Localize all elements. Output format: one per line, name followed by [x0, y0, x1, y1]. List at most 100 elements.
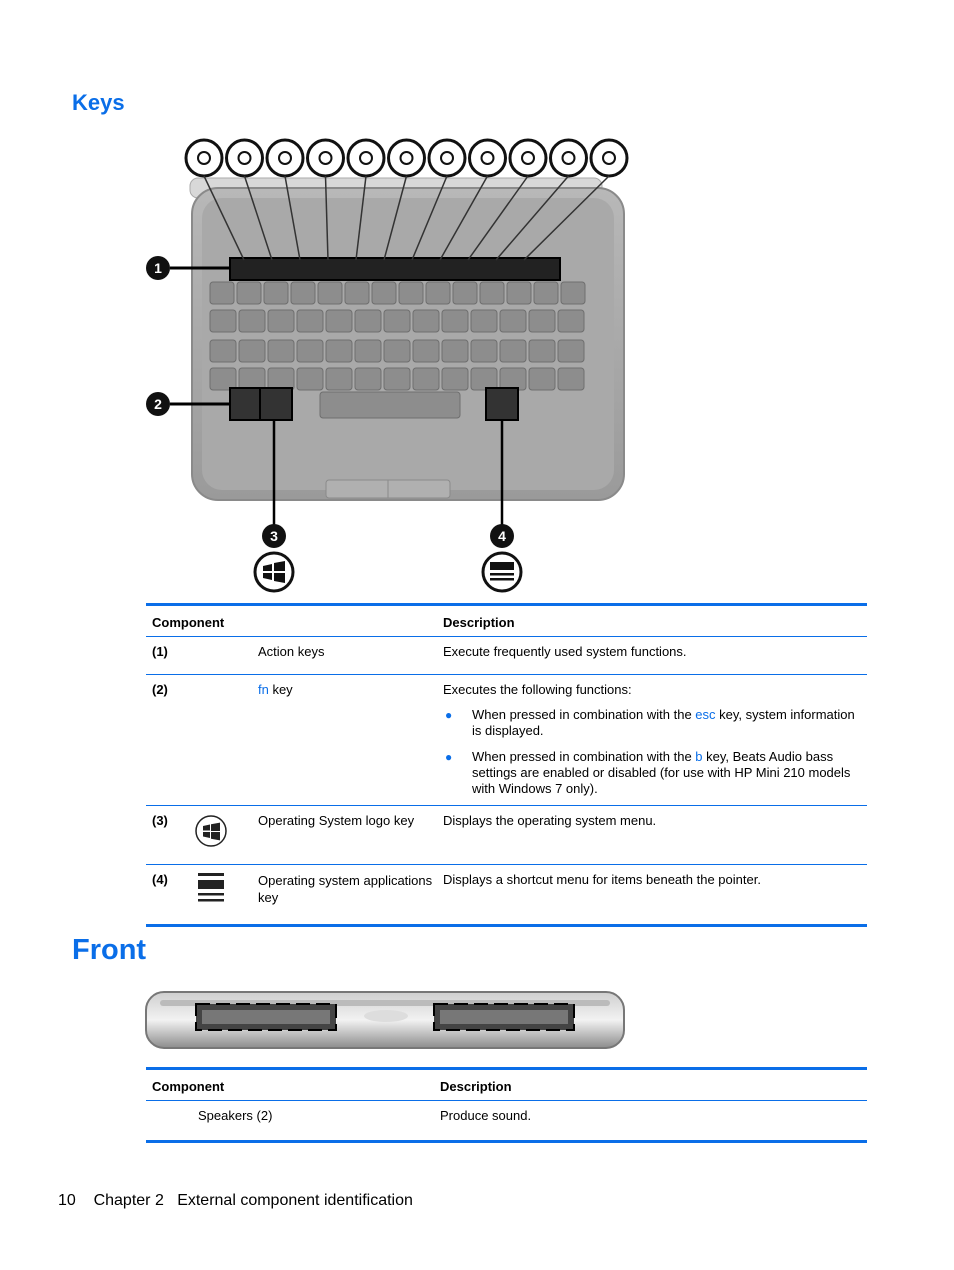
row-component: Action keys	[258, 636, 443, 675]
keyboard-key	[296, 367, 324, 391]
keyboard-key	[209, 281, 235, 305]
keyboard-key	[383, 309, 411, 333]
leader-line	[203, 175, 245, 261]
keyboard-key	[506, 281, 532, 305]
row-component: fn key	[258, 674, 443, 806]
leader-line	[355, 175, 367, 261]
fn-key-label: fn	[258, 682, 269, 697]
description-header: Description	[440, 1068, 867, 1101]
keyboard-key	[557, 339, 585, 363]
row-description: Produce sound.	[440, 1108, 532, 1123]
keyboard-key	[325, 339, 353, 363]
keyboard-key	[441, 339, 469, 363]
keyboard-key	[499, 339, 527, 363]
bullet-text: When pressed in combination with the	[472, 749, 696, 764]
leader-line	[467, 175, 529, 261]
table-row: (1) Action keys Execute frequently used …	[146, 636, 867, 675]
row-description: Displays a shortcut menu for items benea…	[443, 872, 761, 887]
brightness-up-icon	[265, 138, 305, 178]
callout-1: 1	[146, 256, 230, 280]
component-header: Component	[146, 1068, 440, 1101]
keyboard-key	[470, 367, 498, 391]
volume-down-icon	[468, 138, 507, 178]
keyboard-key	[344, 281, 370, 305]
keyboard-key	[398, 281, 424, 305]
applications-menu-icon	[481, 551, 523, 593]
keyboard-key	[325, 309, 353, 333]
row-number: (3)	[146, 805, 258, 865]
row-component: Speakers (2)	[198, 1108, 273, 1123]
leader-line	[243, 175, 273, 261]
space-bar	[319, 391, 461, 419]
help-icon	[184, 138, 224, 178]
front-heading: Front	[72, 934, 147, 966]
row-description: Executes the following functions: ●When …	[443, 674, 867, 806]
function-list: ●When pressed in combination with the es…	[443, 707, 867, 797]
callout-2: 2	[146, 392, 230, 416]
play-pause-icon	[387, 138, 426, 178]
table-row: (4) Operating system applications key Di…	[146, 865, 867, 926]
bullet-text: When pressed in combination with the	[472, 707, 696, 722]
row-component: Operating system applications key	[258, 873, 433, 905]
keyboard-key	[383, 339, 411, 363]
windows-logo-icon	[253, 551, 295, 593]
keyboard-key	[412, 339, 440, 363]
bullet-icon: ●	[445, 750, 453, 764]
svg-text:2: 2	[154, 396, 162, 412]
front-figure	[145, 991, 625, 1049]
svg-text:1: 1	[154, 260, 162, 276]
row-number: (2)	[146, 674, 258, 806]
keyboard-key	[557, 367, 585, 391]
row-number: (1)	[146, 636, 258, 675]
front-table: Component Description Speakers (2) Produ…	[146, 1067, 867, 1143]
keyboard-key	[238, 339, 266, 363]
keyboard-key	[499, 309, 527, 333]
leader-line	[495, 175, 570, 261]
keyboard-key	[267, 339, 295, 363]
keyboard-key	[479, 281, 505, 305]
callout-4: 4	[490, 420, 514, 548]
row-number: (4)	[146, 865, 258, 926]
keyboard-key	[317, 281, 343, 305]
keyboard-key	[528, 309, 556, 333]
previous-track-icon	[346, 138, 386, 178]
keyboard-key	[452, 281, 478, 305]
bullet-text: key, system information is displayed.	[472, 707, 855, 738]
keyboard-key	[383, 367, 411, 391]
keyboard-key	[209, 367, 237, 391]
table-row: (3) Operating System logo key Displays t…	[146, 805, 867, 865]
svg-text:4: 4	[498, 528, 506, 544]
keyboard-key	[412, 309, 440, 333]
keyboard-key	[470, 309, 498, 333]
keyboard-key	[267, 309, 295, 333]
row-number-text: (4)	[152, 872, 168, 887]
keyboard-key	[371, 281, 397, 305]
applications-menu-icon	[198, 873, 224, 902]
keyboard-key	[425, 281, 451, 305]
leader-line	[411, 175, 448, 261]
callout-3: 3	[262, 420, 286, 548]
keyboard-key	[441, 309, 469, 333]
volume-up-icon	[508, 138, 548, 178]
row-component: Operating System logo key	[258, 805, 443, 865]
leader-line	[383, 175, 408, 261]
bullet-text: key, Beats Audio bass settings are enabl…	[472, 749, 851, 796]
row-description: Displays the operating system menu.	[443, 805, 867, 865]
keys-heading: Keys	[72, 90, 125, 115]
list-item: ●When pressed in combination with the b …	[443, 749, 867, 797]
b-key-label: b	[695, 749, 703, 764]
keyboard-key	[354, 339, 382, 363]
left-speaker	[195, 1003, 337, 1031]
keyboard-key	[209, 339, 237, 363]
keyboard-key	[263, 281, 289, 305]
keyboard-key	[354, 367, 382, 391]
display-switch-icon	[306, 138, 345, 178]
svg-text:3: 3	[270, 528, 278, 544]
keyboard-key	[528, 339, 556, 363]
keyboard-key	[560, 281, 586, 305]
row-number-text: (3)	[152, 813, 168, 828]
row-description: Execute frequently used system functions…	[443, 636, 867, 675]
keyboard-figure: 1 2 3 4	[146, 138, 629, 593]
keyboard-key	[499, 367, 527, 391]
keyboard-key	[296, 309, 324, 333]
